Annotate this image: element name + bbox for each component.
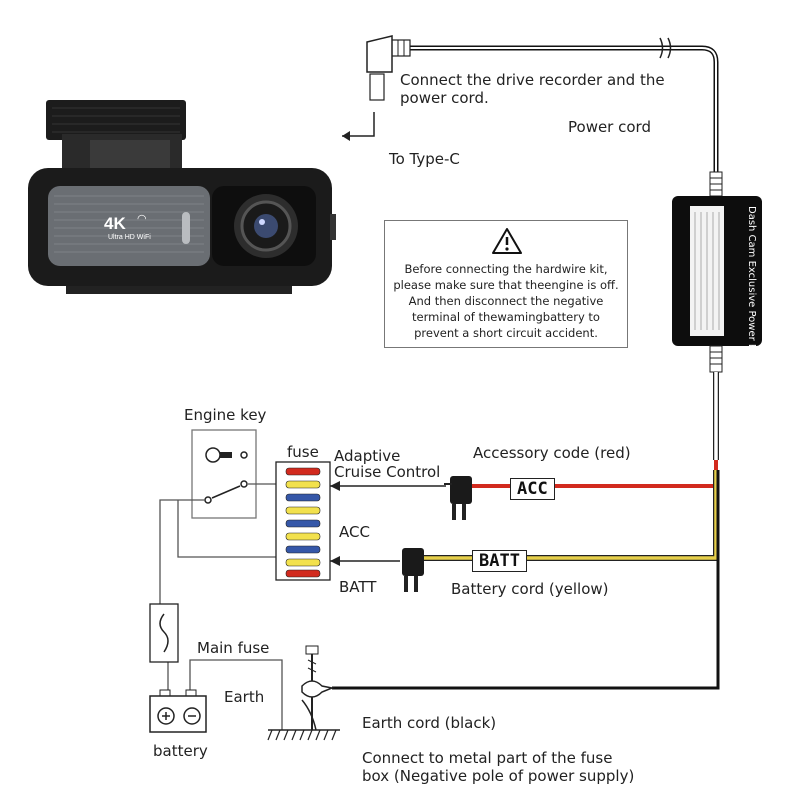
warning-triangle-icon — [492, 228, 522, 254]
label-earth: Earth — [224, 688, 265, 706]
camera-subtitle: Ultra HD WiFi — [108, 234, 151, 241]
battery-symbol — [149, 689, 207, 733]
top-power-cord — [408, 37, 719, 192]
label-battery-cord: Battery cord (yellow) — [451, 580, 609, 598]
label-main-fuse: Main fuse — [197, 639, 270, 657]
label-fuse: fuse — [287, 443, 319, 461]
label-connect-recorder: Connect the drive recorder and the power… — [400, 71, 665, 107]
circuit-wires — [159, 483, 283, 730]
acc-arrow — [330, 481, 446, 491]
batt-fuse-tap — [402, 548, 424, 592]
label-acc: ACC — [339, 523, 370, 541]
batt-wire-tag: BATT — [472, 550, 527, 572]
label-cruise-control: Cruise Control — [334, 463, 441, 481]
dash-camera — [28, 100, 336, 294]
label-batt: BATT — [339, 578, 377, 596]
label-earth-cord: Earth cord (black) — [362, 714, 497, 732]
wifi-icon: ◠ — [137, 212, 147, 225]
label-connect-metal: Connect to metal part of the fuse box (N… — [362, 749, 635, 785]
main-fuse — [149, 603, 179, 663]
acc-wire-tag: ACC — [510, 478, 555, 500]
label-adaptive: Adaptive — [334, 447, 401, 465]
camera-4k-badge: 4K — [104, 214, 126, 233]
label-to-type-c: To Type-C — [389, 150, 460, 168]
earth-bolt — [301, 645, 335, 731]
red-wire — [468, 460, 718, 488]
label-accessory-code: Accessory code (red) — [473, 444, 631, 462]
earth-ground-symbol — [267, 729, 340, 741]
label-battery: battery — [153, 742, 208, 760]
batt-arrow — [330, 556, 400, 566]
type-c-connector — [366, 35, 411, 101]
label-engine-key: Engine key — [184, 406, 267, 424]
acc-fuse-tap — [444, 476, 472, 520]
power-box — [672, 171, 762, 373]
to-type-c-arrow — [342, 112, 375, 141]
warning-text: Before connecting the hardwire kit, plea… — [393, 262, 619, 340]
label-power-cord: Power cord — [568, 118, 651, 136]
black-wire — [332, 470, 720, 690]
power-box-title: Dash Cam Exclusive Power Box — [746, 206, 757, 363]
engine-key-switch — [191, 429, 257, 519]
fuse-box — [275, 461, 331, 581]
warning-box: Before connecting the hardwire kit, plea… — [384, 220, 628, 348]
